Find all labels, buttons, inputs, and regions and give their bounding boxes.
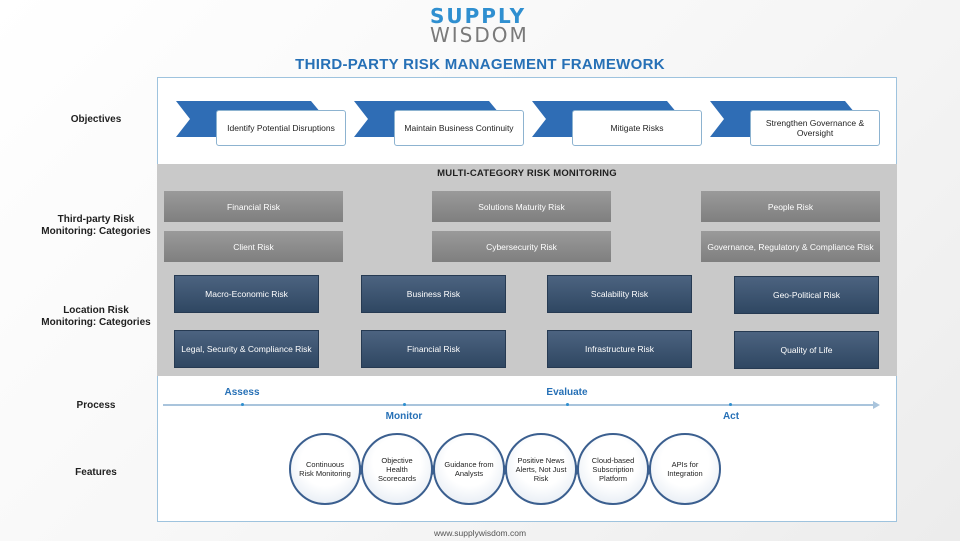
third-party-category: Governance, Regulatory & Compliance Risk: [701, 231, 880, 262]
objective-box-2: Maintain Business Continuity: [394, 110, 524, 146]
feature-circle: Guidance from Analysts: [433, 433, 505, 505]
feature-label: Continuous Risk Monitoring: [299, 460, 351, 478]
third-party-category: Cybersecurity Risk: [432, 231, 611, 262]
feature-label: Cloud-based Subscription Platform: [591, 455, 635, 483]
feature-label: Objective Health Scorecards: [378, 455, 416, 483]
location-category: Legal, Security & Compliance Risk: [174, 330, 319, 368]
feature-circle: Objective Health Scorecards: [361, 433, 433, 505]
page-title: THIRD-PARTY RISK MANAGEMENT FRAMEWORK: [295, 56, 665, 73]
location-category: Macro-Economic Risk: [174, 275, 319, 313]
multi-category-title: MULTI-CATEGORY RISK MONITORING: [437, 168, 617, 179]
supply-wisdom-logo: SUPPLY WISDOM: [430, 4, 540, 47]
process-arrowhead-icon: [873, 401, 880, 409]
logo-line-1: SUPPLY: [430, 4, 527, 28]
row-label-process: Process: [76, 400, 116, 411]
third-party-category: Solutions Maturity Risk: [432, 191, 611, 222]
process-step-assess: Assess: [224, 387, 260, 398]
third-party-category: People Risk: [701, 191, 880, 222]
row-label-features: Features: [75, 467, 117, 478]
objective-label-4: Strengthen Governance & Oversight: [765, 118, 865, 138]
feature-label: Guidance from Analysts: [444, 460, 494, 478]
location-category: Scalability Risk: [547, 275, 692, 313]
process-dot: [566, 403, 569, 406]
feature-label: Positive News Alerts, Not Just Risk: [515, 455, 567, 483]
feature-circle: Continuous Risk Monitoring: [289, 433, 361, 505]
feature-circle: Cloud-based Subscription Platform: [577, 433, 649, 505]
location-category: Infrastructure Risk: [547, 330, 692, 368]
feature-circle: Positive News Alerts, Not Just Risk: [505, 433, 577, 505]
feature-circle: APIs for Integration: [649, 433, 721, 505]
row-label-location: Location Risk Monitoring: Categories: [41, 305, 151, 328]
process-step-monitor: Monitor: [385, 411, 423, 422]
logo-line-2: WISDOM: [430, 23, 529, 47]
objective-label-2: Maintain Business Continuity: [404, 123, 514, 133]
objective-label-3: Mitigate Risks: [610, 123, 664, 133]
footer-url[interactable]: www.supplywisdom.com: [433, 528, 527, 538]
objective-label-1: Identify Potential Disruptions: [227, 123, 335, 133]
third-party-category: Client Risk: [164, 231, 343, 262]
objective-box-3: Mitigate Risks: [572, 110, 702, 146]
location-category: Quality of Life: [734, 331, 879, 369]
location-category: Business Risk: [361, 275, 506, 313]
row-label-objectives: Objectives: [70, 114, 122, 125]
process-dot: [241, 403, 244, 406]
process-timeline: [163, 404, 875, 406]
location-category: Financial Risk: [361, 330, 506, 368]
feature-label: APIs for Integration: [667, 460, 703, 478]
third-party-category: Financial Risk: [164, 191, 343, 222]
process-dot: [403, 403, 406, 406]
process-step-act: Act: [722, 411, 740, 422]
objective-box-4: Strengthen Governance & Oversight: [750, 110, 880, 146]
row-label-third-party: Third-party Risk Monitoring: Categories: [41, 214, 151, 237]
objective-box-1: Identify Potential Disruptions: [216, 110, 346, 146]
process-step-evaluate: Evaluate: [546, 387, 588, 398]
process-dot: [729, 403, 732, 406]
location-category: Geo-Political Risk: [734, 276, 879, 314]
